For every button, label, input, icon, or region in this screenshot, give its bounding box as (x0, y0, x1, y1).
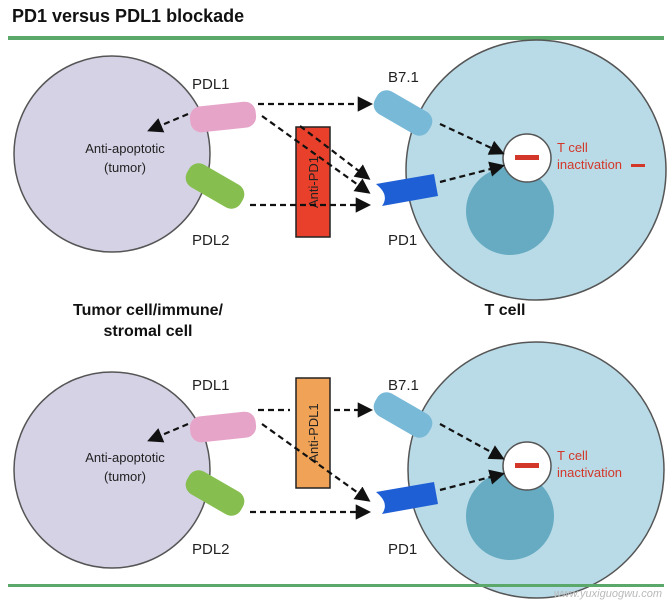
tumor-cell (13, 55, 211, 253)
pdl2-label: PDL2 (192, 232, 230, 249)
footer-rule (8, 584, 664, 587)
diagram-title: PD1 versus PDL1 blockade (12, 6, 245, 26)
pd1-label: PD1 (388, 232, 417, 249)
minus-legend-icon (631, 164, 645, 167)
arrow-anti-apoptotic (147, 112, 189, 133)
pdl1-label: PDL1 (192, 76, 230, 93)
panel-pd1-blockade: Anti-apoptotic (tumor) PDL1 PDL2 B7.1 PD… (13, 39, 667, 301)
t-cell-inactivation-line1: T cell (557, 140, 588, 155)
antibody-label: Anti-PDL1 (306, 403, 321, 462)
anti-apoptotic-label: Anti-apoptotic (85, 141, 165, 156)
b71-receptor (373, 392, 433, 438)
interaction-arrows (147, 402, 505, 520)
arrow-antibody-pd1 (299, 125, 371, 180)
pd1-label: PD1 (388, 541, 417, 558)
b71-label: B7.1 (388, 69, 419, 86)
pdl2-ligand (185, 163, 245, 209)
caption-tumor-cell-line2: stromal cell (104, 323, 193, 340)
arrow-anti-apoptotic (147, 422, 189, 443)
pdl1-label: PDL1 (192, 377, 230, 394)
pdl1-ligand (189, 101, 257, 133)
pdl2-ligand (185, 470, 245, 516)
t-cell-inactivation-line2: inactivation (557, 465, 622, 480)
arrow-pd1-inactivation (439, 469, 505, 492)
interaction-arrows (147, 96, 505, 213)
anti-apoptotic-label: Anti-apoptotic (85, 450, 165, 465)
title-rule (8, 36, 664, 40)
t-cell-nucleus (466, 472, 554, 560)
tumor-cell (13, 371, 211, 569)
caption-t-cell: T cell (485, 302, 526, 319)
minus-icon (515, 463, 539, 468)
arrow-b71-inactivation (439, 423, 505, 460)
t-cell-inactivation-line1: T cell (557, 448, 588, 463)
t-cell-nucleus (466, 167, 554, 255)
minus-icon (515, 155, 539, 160)
arrow-pd1-inactivation (439, 161, 505, 184)
tumor-label: (tumor) (104, 160, 146, 175)
watermark: www.yuxiguogwu.com (553, 588, 662, 600)
pdl1-ligand (189, 411, 257, 443)
caption-tumor-cell-line1: Tumor cell/immune/ (73, 302, 224, 319)
arrow-b71-inactivation (439, 123, 505, 155)
panel-pdl1-blockade: Anti-apoptotic (tumor) PDL1 PDL2 B7.1 PD… (13, 341, 665, 599)
arrow-pdl1-pd1 (261, 423, 371, 502)
t-cell-inactivation-line2: inactivation (557, 157, 622, 172)
tumor-label: (tumor) (104, 469, 146, 484)
antibody-label: Anti-PD1 (306, 156, 321, 208)
b71-label: B7.1 (388, 377, 419, 394)
b71-receptor (373, 90, 433, 136)
antibody-box (295, 377, 331, 489)
arrow-pdl1-pd1 (261, 115, 371, 194)
pd1-receptor (376, 482, 438, 514)
pd1-receptor (376, 174, 438, 206)
pdl2-label: PDL2 (192, 541, 230, 558)
